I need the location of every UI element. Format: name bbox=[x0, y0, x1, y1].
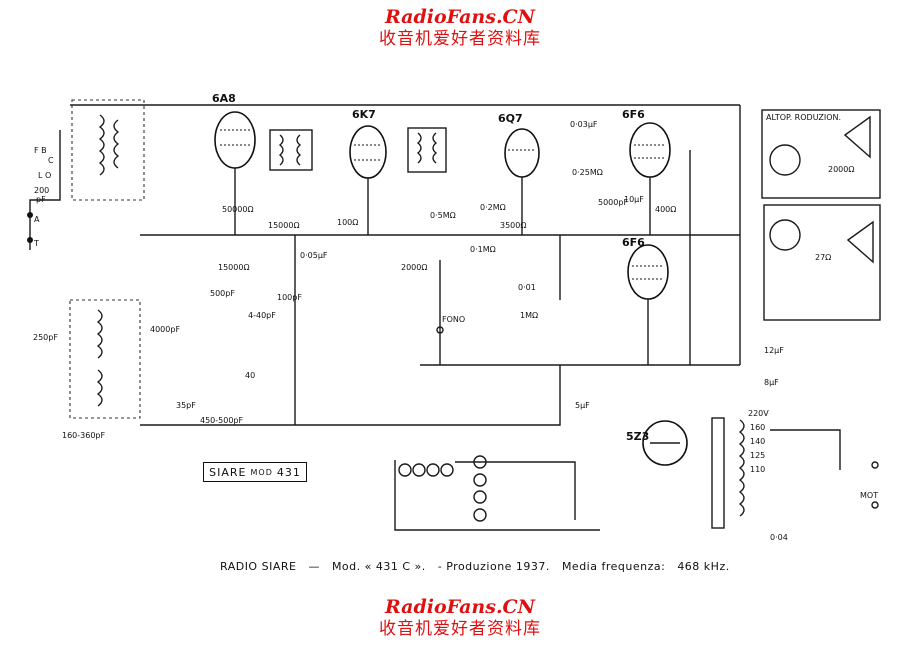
label-r2000b: 2000Ω bbox=[828, 165, 854, 174]
site-subtitle-bottom: 收音机爱好者资料库 bbox=[379, 619, 541, 639]
label-v125: 125 bbox=[750, 451, 765, 460]
label-mot: MOT bbox=[860, 491, 878, 500]
label-c250: 250pF bbox=[33, 333, 58, 342]
rf-coil-shield bbox=[71, 99, 145, 201]
label-c5: 5μF bbox=[575, 401, 590, 410]
label-c35: 35pF bbox=[176, 401, 196, 410]
site-subtitle: 收音机爱好者资料库 bbox=[379, 29, 541, 49]
label-r100: 100Ω bbox=[337, 218, 358, 227]
label-c005: 0·05μF bbox=[300, 251, 328, 260]
label-c100pf: 100pF bbox=[277, 293, 302, 302]
model-brand: SIARE bbox=[209, 465, 247, 479]
caption-dash: — bbox=[308, 560, 320, 573]
caption-if-value: 468 kHz. bbox=[677, 560, 730, 573]
model-box: SIARE MOD 431 bbox=[203, 462, 307, 482]
label-c: C bbox=[48, 156, 54, 165]
label-r160: 160-360pF bbox=[62, 431, 106, 440]
label-v220: 220V bbox=[748, 409, 769, 418]
caption-production: - Produzione 1937. bbox=[437, 560, 550, 573]
label-c4000: 4000pF bbox=[150, 325, 180, 334]
label-t: T bbox=[33, 239, 39, 248]
label-c200: 200 bbox=[34, 186, 49, 195]
label-v160: 160 bbox=[750, 423, 765, 432]
label-r50000: 50000Ω bbox=[222, 205, 254, 214]
caption-if-label: Media frequenza: bbox=[561, 560, 666, 573]
pilot-lamps bbox=[398, 455, 487, 522]
label-c500pf: 500pF bbox=[210, 289, 235, 298]
label-c001: 0·01 bbox=[518, 283, 536, 292]
label-c004: 0·04 bbox=[770, 533, 788, 542]
tube-6q7 bbox=[504, 128, 540, 178]
label-r02: 0·2MΩ bbox=[480, 203, 506, 212]
caption-model: Mod. « 431 C ». bbox=[331, 560, 426, 573]
label-c025: 0·25MΩ bbox=[572, 168, 603, 177]
label-c10: 10μF bbox=[624, 195, 644, 204]
label-a: A bbox=[34, 215, 40, 224]
tube-6f6-lower bbox=[627, 244, 669, 300]
label-r3500: 3500Ω bbox=[500, 221, 526, 230]
site-name-bottom: RadioFans.CN bbox=[384, 596, 536, 618]
model-number: 431 bbox=[276, 465, 301, 479]
label-r450: 450-500pF bbox=[200, 416, 244, 425]
tube-label-6f6-upper: 6F6 bbox=[622, 108, 645, 121]
label-pf: pF bbox=[36, 195, 46, 204]
label-v140: 140 bbox=[750, 437, 765, 446]
schematic-caption: RADIO SIARE — Mod. « 431 C ». - Produzio… bbox=[220, 560, 780, 576]
tube-6f6-upper bbox=[629, 122, 671, 178]
label-c12: 12μF bbox=[764, 346, 784, 355]
label-v110: 110 bbox=[750, 465, 765, 474]
label-r05: 0·5MΩ bbox=[430, 211, 456, 220]
label-c40: 4-40pF bbox=[248, 311, 276, 320]
tube-label-6f6-lower: 6F6 bbox=[622, 236, 645, 249]
label-c003: 0·03μF bbox=[570, 120, 598, 129]
label-r01: 0·1MΩ bbox=[470, 245, 496, 254]
site-name: RadioFans.CN bbox=[384, 6, 536, 28]
model-mod-word: MOD bbox=[250, 467, 273, 477]
tube-6a8 bbox=[214, 111, 256, 169]
label-r1: 1MΩ bbox=[520, 311, 538, 320]
label-fb: F B bbox=[34, 146, 47, 155]
label-c27: 27Ω bbox=[815, 253, 831, 262]
tube-label-6k7: 6K7 bbox=[352, 108, 376, 121]
label-r400: 400Ω bbox=[655, 205, 676, 214]
label-c5000: 5000pF bbox=[598, 198, 628, 207]
label-fono: FONO bbox=[442, 315, 465, 324]
tube-label-6a8: 6A8 bbox=[212, 92, 236, 105]
site-banner-bottom: RadioFans.CN 收音机爱好者资料库 bbox=[0, 596, 920, 640]
label-altop: ALTOP. RODUZION. bbox=[766, 113, 841, 122]
label-c4: 40 bbox=[245, 371, 255, 380]
tube-label-6q7: 6Q7 bbox=[498, 112, 523, 125]
label-r2000: 2000Ω bbox=[401, 263, 427, 272]
caption-maker: RADIO SIARE bbox=[220, 560, 297, 573]
tube-6k7 bbox=[349, 125, 387, 179]
label-r15000a: 15000Ω bbox=[218, 263, 250, 272]
tube-label-5z3: 5Z3 bbox=[626, 430, 649, 443]
speaker-box-lower bbox=[763, 204, 881, 321]
speaker-box-upper bbox=[761, 109, 881, 199]
label-lo: L O bbox=[38, 171, 51, 180]
osc-coil-shield bbox=[69, 299, 141, 419]
site-banner-top: RadioFans.CN 收音机爱好者资料库 bbox=[0, 6, 920, 50]
label-r15000b: 15000Ω bbox=[268, 221, 300, 230]
label-c8: 8μF bbox=[764, 378, 779, 387]
